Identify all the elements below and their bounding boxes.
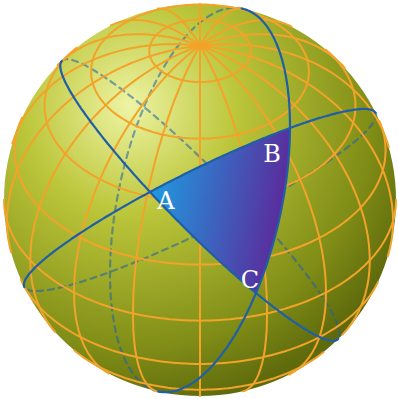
circle-line (242, 313, 267, 391)
circle-line (30, 34, 344, 332)
circle-line (342, 260, 369, 334)
great-circles (24, 9, 376, 393)
spherical-triangle (150, 128, 290, 293)
vertex-label: C (241, 268, 259, 292)
circle-line (388, 221, 393, 256)
circle-line (74, 20, 291, 373)
circle-line (111, 20, 326, 292)
circle-line (289, 292, 326, 374)
circle-line (256, 293, 338, 341)
sphere (4, 4, 396, 396)
grid-lines (4, 4, 396, 396)
circle-line (158, 128, 290, 392)
circle-line (199, 4, 201, 321)
vertex-label: B (263, 142, 281, 166)
circle-line (199, 321, 201, 396)
circle-line (242, 9, 290, 129)
circle-line (60, 61, 256, 293)
circle-line (150, 109, 376, 192)
circle-line (14, 118, 200, 265)
circle-line (24, 192, 150, 287)
vertex-label: A (157, 189, 174, 213)
